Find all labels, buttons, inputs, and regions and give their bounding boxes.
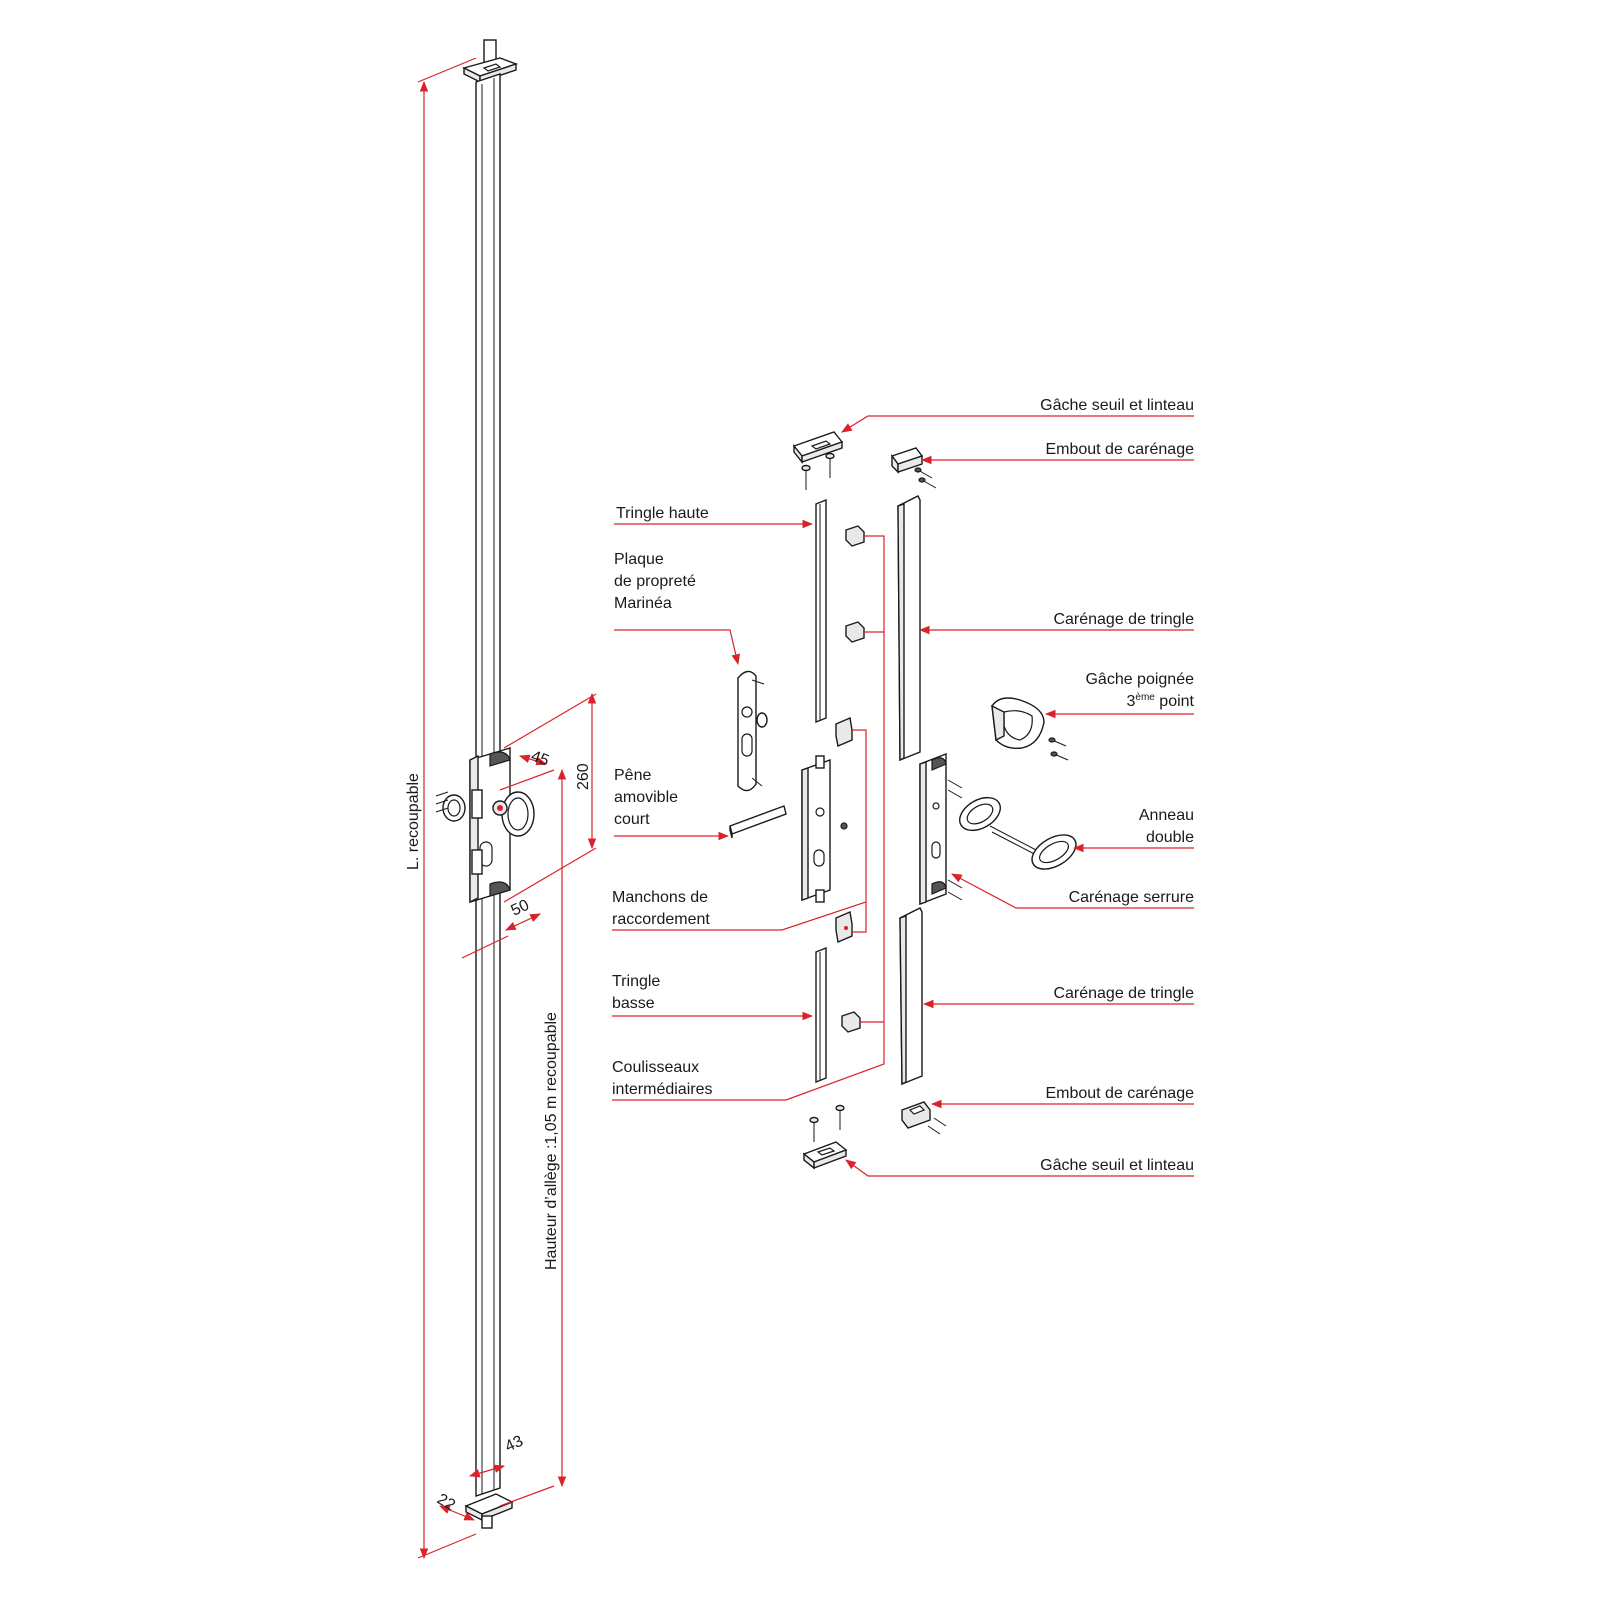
label-tringle-basse-1: Tringle [612,973,660,990]
third-point-strike-assembled [435,791,466,822]
label-carenage-serrure: Carénage serrure [1069,889,1195,906]
dimension-lines [417,57,597,1560]
label-coulisseaux-2: intermédiaires [612,1081,712,1098]
removable-bolt-part [729,805,787,839]
dim-43: 43 [503,1433,526,1456]
dim-sill-height: Hauteur d’allège :1,05 m recoupable [543,1012,560,1270]
leader-lines [612,415,1194,1177]
label-anneau-2: double [1146,829,1194,846]
label-tringle-haute: Tringle haute [616,505,709,522]
label-pene-1: Pêne [614,767,651,784]
label-embout-bottom: Embout de carénage [1045,1085,1194,1102]
end-cap-bottom-part [901,1101,947,1135]
label-carenage-tringle-top: Carénage de tringle [1053,611,1194,628]
labels-left: Tringle haute Plaque de propreté Marinéa… [612,505,712,1098]
label-anneau-1: Anneau [1139,807,1194,824]
cleanliness-plate-part [737,670,768,792]
label-embout-top: Embout de carénage [1045,441,1194,458]
label-carenage-tringle-bottom: Carénage de tringle [1053,985,1194,1002]
strike-top-part [792,431,844,490]
dim-22: 22 [434,1491,458,1515]
label-plaque-3: Marinéa [614,595,672,612]
dim-45: 45 [529,748,552,770]
third-point-strike-part [991,697,1069,761]
assembled-espagnolette [435,39,535,1529]
label-gache-bottom: Gâche seuil et linteau [1040,1157,1194,1174]
label-gache-poignee-2: 3ème point [1127,692,1195,710]
label-gache-top: Gâche seuil et linteau [1040,397,1194,414]
label-manchons-1: Manchons de [612,889,708,906]
lock-cover-part [919,752,963,906]
bottom-strike-assembled [464,1493,514,1529]
sleeve-top [835,717,853,747]
dim-50: 50 [509,897,532,920]
lower-rod-part [815,946,827,1084]
slider-2 [845,621,865,643]
label-tringle-basse-2: basse [612,995,655,1012]
end-cap-top-part [890,447,937,489]
label-pene-3: court [614,811,650,828]
dim-260: 260 [575,763,592,790]
upper-rod-part [815,498,827,724]
label-gache-poignee-1: Gâche poignée [1085,671,1194,688]
label-plaque-1: Plaque [614,551,664,568]
strike-bottom-part [802,1104,848,1170]
lock-assembled [469,747,511,904]
ring-handle-assembled [492,791,535,837]
double-ring-part [959,796,1077,870]
label-manchons-2: raccordement [612,911,710,928]
rod-cover-top-part [897,495,921,762]
slider-3 [841,1011,861,1033]
label-plaque-2: de propreté [614,573,696,590]
slider-1 [845,525,865,547]
labels-right: Gâche seuil et linteau Embout de carénag… [1040,397,1194,1174]
exploded-parts [729,431,1077,1170]
sleeve-bottom [835,911,853,943]
label-pene-2: amovible [614,789,678,806]
label-coulisseaux-1: Coulisseaux [612,1059,699,1076]
rod-cover-bottom-part [899,907,923,1086]
dim-length: L. recoupable [405,773,422,870]
lock-case-part [801,755,848,903]
top-strike-assembled [462,39,519,84]
